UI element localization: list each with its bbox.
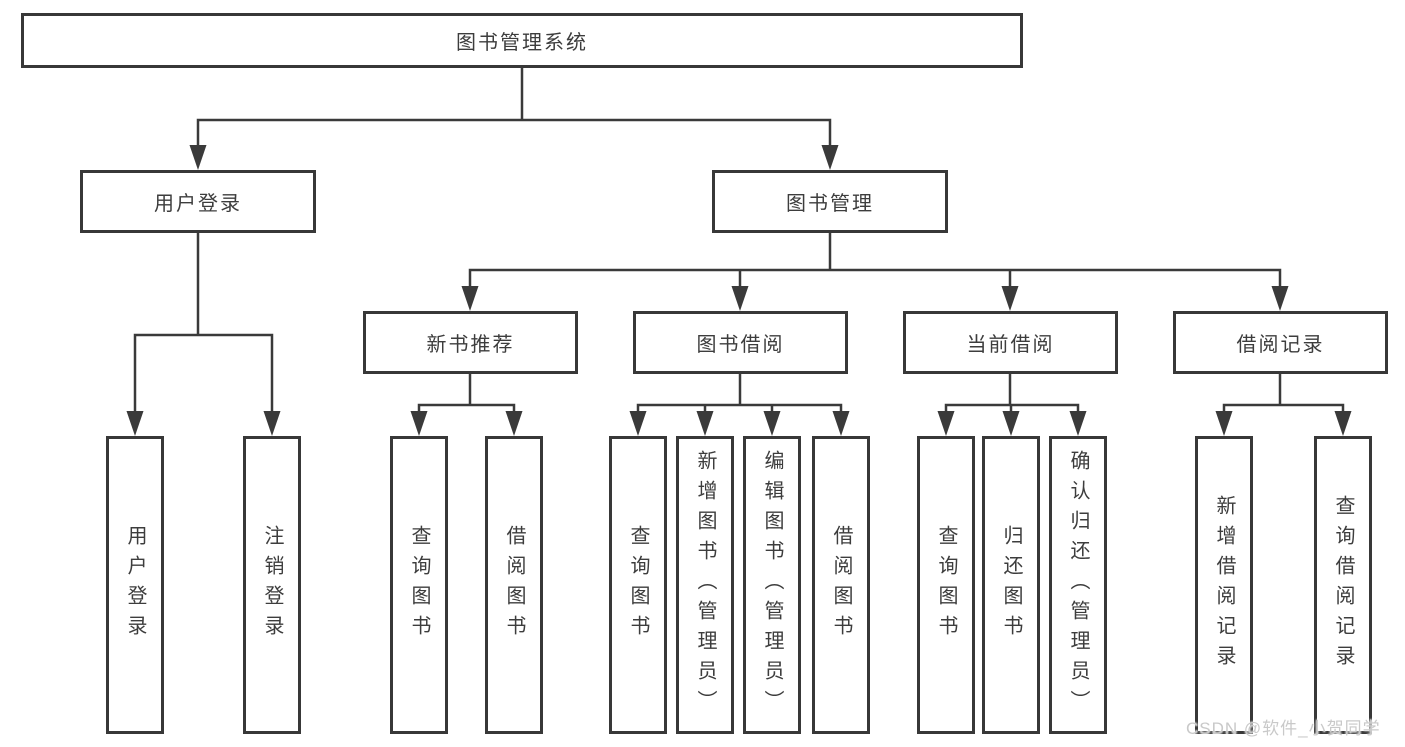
connector-newbook-children — [417, 372, 516, 414]
arrowheads-level3 — [461, 286, 1289, 311]
connector-root-to-level2 — [196, 66, 832, 148]
leaf-edit-book-admin: 编辑图书（管理员） — [743, 436, 801, 734]
leaf-return-books-label: 归还图书 — [1000, 525, 1022, 645]
node-user-login-label: 用户登录 — [154, 193, 242, 215]
leaf-query-books-recommend: 查询图书 — [390, 436, 448, 734]
arrowheads-level2 — [189, 145, 839, 170]
node-new-book-recommend: 新书推荐 — [363, 311, 578, 374]
node-book-borrow-label: 图书借阅 — [696, 334, 785, 356]
leaf-query-books-borrow: 查询图书 — [609, 436, 667, 734]
node-system-root-label: 图书管理系统 — [456, 32, 588, 54]
leaf-user-login-label: 用户登录 — [124, 525, 146, 645]
leaf-query-borrow-record: 查询借阅记录 — [1314, 436, 1372, 734]
connector-mgmt-to-level3 — [468, 231, 1282, 289]
arrowheads-login-children — [126, 411, 281, 436]
leaf-query-books-borrow-label: 查询图书 — [627, 525, 649, 645]
leaf-add-borrow-record-label: 新增借阅记录 — [1213, 495, 1235, 675]
leaf-add-borrow-record: 新增借阅记录 — [1195, 436, 1253, 734]
leaf-query-books-recommend-label: 查询图书 — [408, 525, 430, 645]
node-book-management: 图书管理 — [712, 170, 948, 233]
leaf-logout-label: 注销登录 — [261, 525, 283, 645]
connector-current-children — [944, 372, 1080, 414]
node-current-borrow-label: 当前借阅 — [966, 334, 1055, 356]
leaf-borrow-books-recommend-label: 借阅图书 — [503, 525, 525, 645]
leaf-edit-book-admin-label: 编辑图书（管理员） — [761, 450, 783, 720]
node-book-management-label: 图书管理 — [786, 193, 874, 215]
connector-records-children — [1222, 372, 1345, 414]
csdn-watermark: CSDN @软件_小贺同学 — [1186, 719, 1381, 738]
leaf-add-book-admin: 新增图书（管理员） — [676, 436, 734, 734]
leaf-add-book-admin-label: 新增图书（管理员） — [694, 450, 716, 720]
leaf-borrow-books-recommend: 借阅图书 — [485, 436, 543, 734]
arrowheads-level4 — [410, 411, 1352, 436]
node-borrow-records-label: 借阅记录 — [1236, 334, 1325, 356]
connector-borrow-children — [636, 372, 843, 414]
node-user-login: 用户登录 — [80, 170, 316, 233]
leaf-query-borrow-record-label: 查询借阅记录 — [1332, 495, 1354, 675]
leaf-query-books-current-label: 查询图书 — [935, 525, 957, 645]
leaf-borrow-books-label: 借阅图书 — [830, 525, 852, 645]
leaf-confirm-return-admin-label: 确认归还（管理员） — [1067, 450, 1089, 720]
leaf-borrow-books: 借阅图书 — [812, 436, 870, 734]
leaf-query-books-current: 查询图书 — [917, 436, 975, 734]
node-system-root: 图书管理系统 — [21, 13, 1023, 68]
node-book-borrow: 图书借阅 — [633, 311, 848, 374]
leaf-logout: 注销登录 — [243, 436, 301, 734]
node-current-borrow: 当前借阅 — [903, 311, 1118, 374]
leaf-confirm-return-admin: 确认归还（管理员） — [1049, 436, 1107, 734]
node-borrow-records: 借阅记录 — [1173, 311, 1388, 374]
leaf-user-login: 用户登录 — [106, 436, 164, 734]
node-new-book-recommend-label: 新书推荐 — [426, 334, 515, 356]
connector-login-children — [133, 231, 274, 414]
leaf-return-books: 归还图书 — [982, 436, 1040, 734]
